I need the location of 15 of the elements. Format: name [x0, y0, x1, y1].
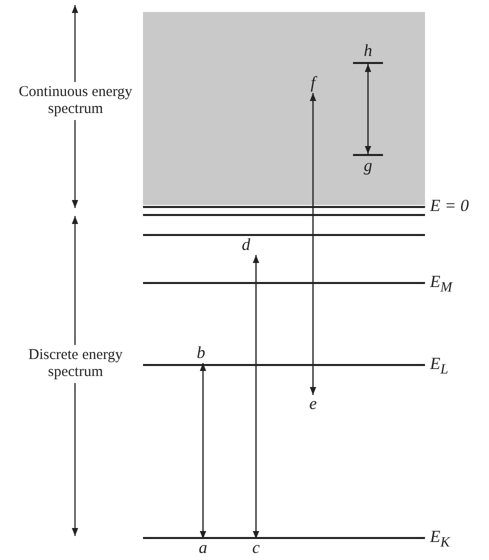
transition-arrow [310, 93, 316, 395]
level-label: E$_{K}$ [430, 527, 450, 552]
level-label: E = 0 [430, 196, 469, 216]
transition-arrow [252, 255, 260, 539]
point-label: f [305, 74, 321, 93]
point-label: a [195, 539, 211, 558]
point-label: e [305, 395, 321, 414]
point-label: d [238, 236, 254, 255]
point-label: c [248, 539, 264, 558]
range-label: Continuous energy spectrum [18, 82, 133, 120]
level-label: E$_{M}$ [430, 272, 452, 296]
point-label: b [193, 344, 209, 363]
transition-arrow [200, 363, 206, 539]
level-label: E$_{L}$ [430, 354, 448, 378]
transition-arrow [364, 64, 372, 154]
